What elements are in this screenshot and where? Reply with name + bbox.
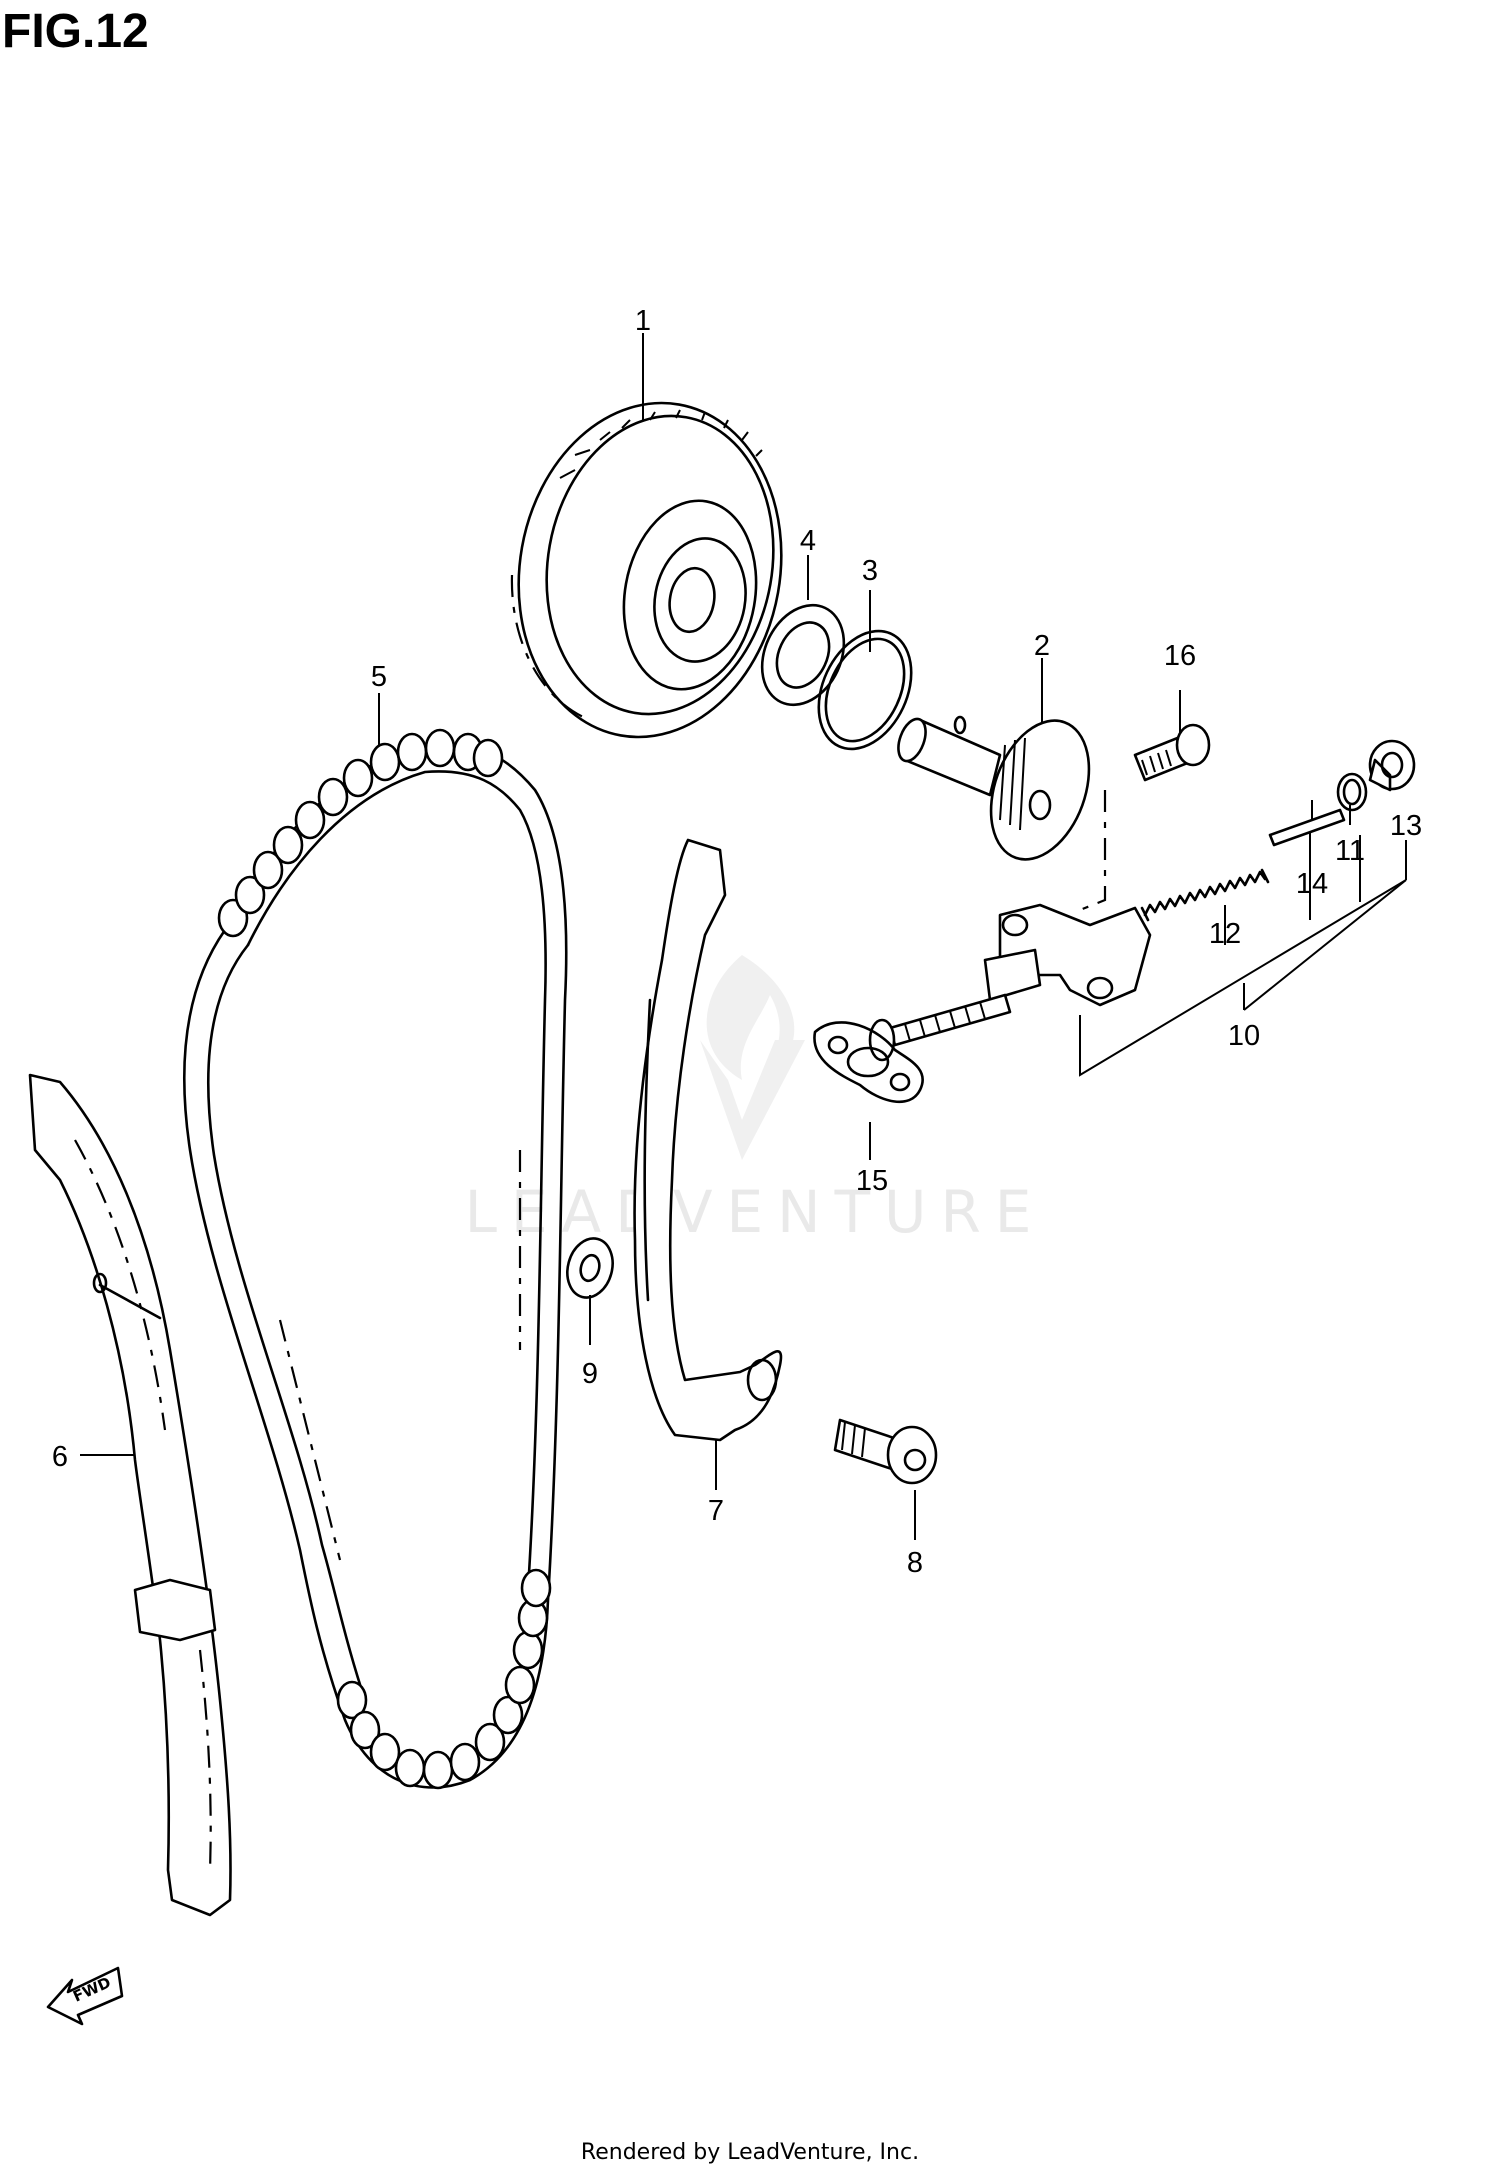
callout-3: 3 <box>862 555 878 587</box>
callout-11: 11 <box>1335 835 1365 867</box>
watermark-text: LEADVENTURE <box>465 1178 1046 1246</box>
callout-1: 1 <box>635 305 651 337</box>
callout-2: 2 <box>1034 630 1050 662</box>
part-5-cam-chain <box>182 728 568 1790</box>
part-10-tensioner-assy <box>868 903 1152 1062</box>
footer-credit: Rendered by LeadVenture, Inc. <box>580 2140 920 2165</box>
callout-10: 10 <box>1228 1020 1260 1052</box>
callout-9: 9 <box>582 1358 598 1390</box>
callout-14: 14 <box>1296 868 1328 900</box>
part-8-bolt <box>833 1418 938 1485</box>
part-12-spring <box>1140 868 1270 922</box>
callout-labels: 1 2 3 4 5 6 7 8 9 10 11 12 13 14 15 16 <box>52 305 1422 1579</box>
callout-16: 16 <box>1164 640 1196 672</box>
part-6-chain-guide <box>28 1073 232 1917</box>
callout-15: 15 <box>856 1165 888 1197</box>
part-2-idler-shaft <box>897 715 1091 861</box>
callout-4: 4 <box>800 525 816 557</box>
part-11-gasket <box>1336 772 1368 812</box>
part-13-plug <box>1368 739 1416 792</box>
part-15-gasket <box>813 1021 924 1104</box>
callout-5: 5 <box>371 661 387 693</box>
part-1-idler-gear <box>510 401 783 739</box>
callout-8: 8 <box>907 1547 923 1579</box>
part-3-o-ring <box>817 629 913 751</box>
part-9-washer <box>566 1237 614 1299</box>
callout-12: 12 <box>1209 918 1241 950</box>
part-4-washer <box>760 603 846 707</box>
callout-6: 6 <box>52 1441 68 1473</box>
figure-title: FIG.12 <box>2 5 149 58</box>
watermark-logo: LEADVENTURE <box>465 955 1046 1246</box>
callout-13: 13 <box>1390 810 1422 842</box>
leader-lines <box>80 333 1407 1540</box>
part-16-bolt <box>1079 723 1211 912</box>
fwd-arrow-icon: FWD <box>46 1966 124 2026</box>
part-14-rod <box>1268 808 1346 847</box>
part-7-chain-guide <box>633 838 783 1442</box>
callout-7: 7 <box>708 1495 724 1527</box>
